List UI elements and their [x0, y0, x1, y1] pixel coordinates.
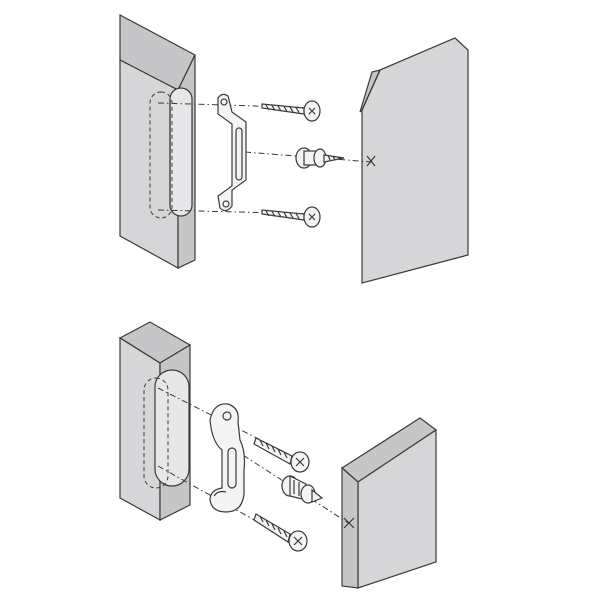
screw-lower-top: [261, 206, 321, 228]
bottom-assembly: [118, 321, 438, 589]
roller-strike-top: [295, 147, 345, 169]
cabinet-side-bottom: [118, 321, 192, 522]
mark-x-bottom: [343, 517, 355, 529]
mark-x-top: [366, 155, 376, 167]
roller-strike-bottom: [281, 475, 324, 504]
top-assembly: [119, 14, 469, 284]
cabinet-side-top: [119, 14, 196, 270]
door-panel-top: [359, 37, 469, 284]
catch-plate-bottom: [209, 403, 246, 513]
screw-upper-bottom: [253, 437, 310, 473]
door-panel-bottom: [341, 417, 438, 589]
screw-upper-top: [261, 100, 321, 122]
catch-plate-top: [217, 93, 247, 212]
screw-lower-bottom: [253, 513, 308, 552]
